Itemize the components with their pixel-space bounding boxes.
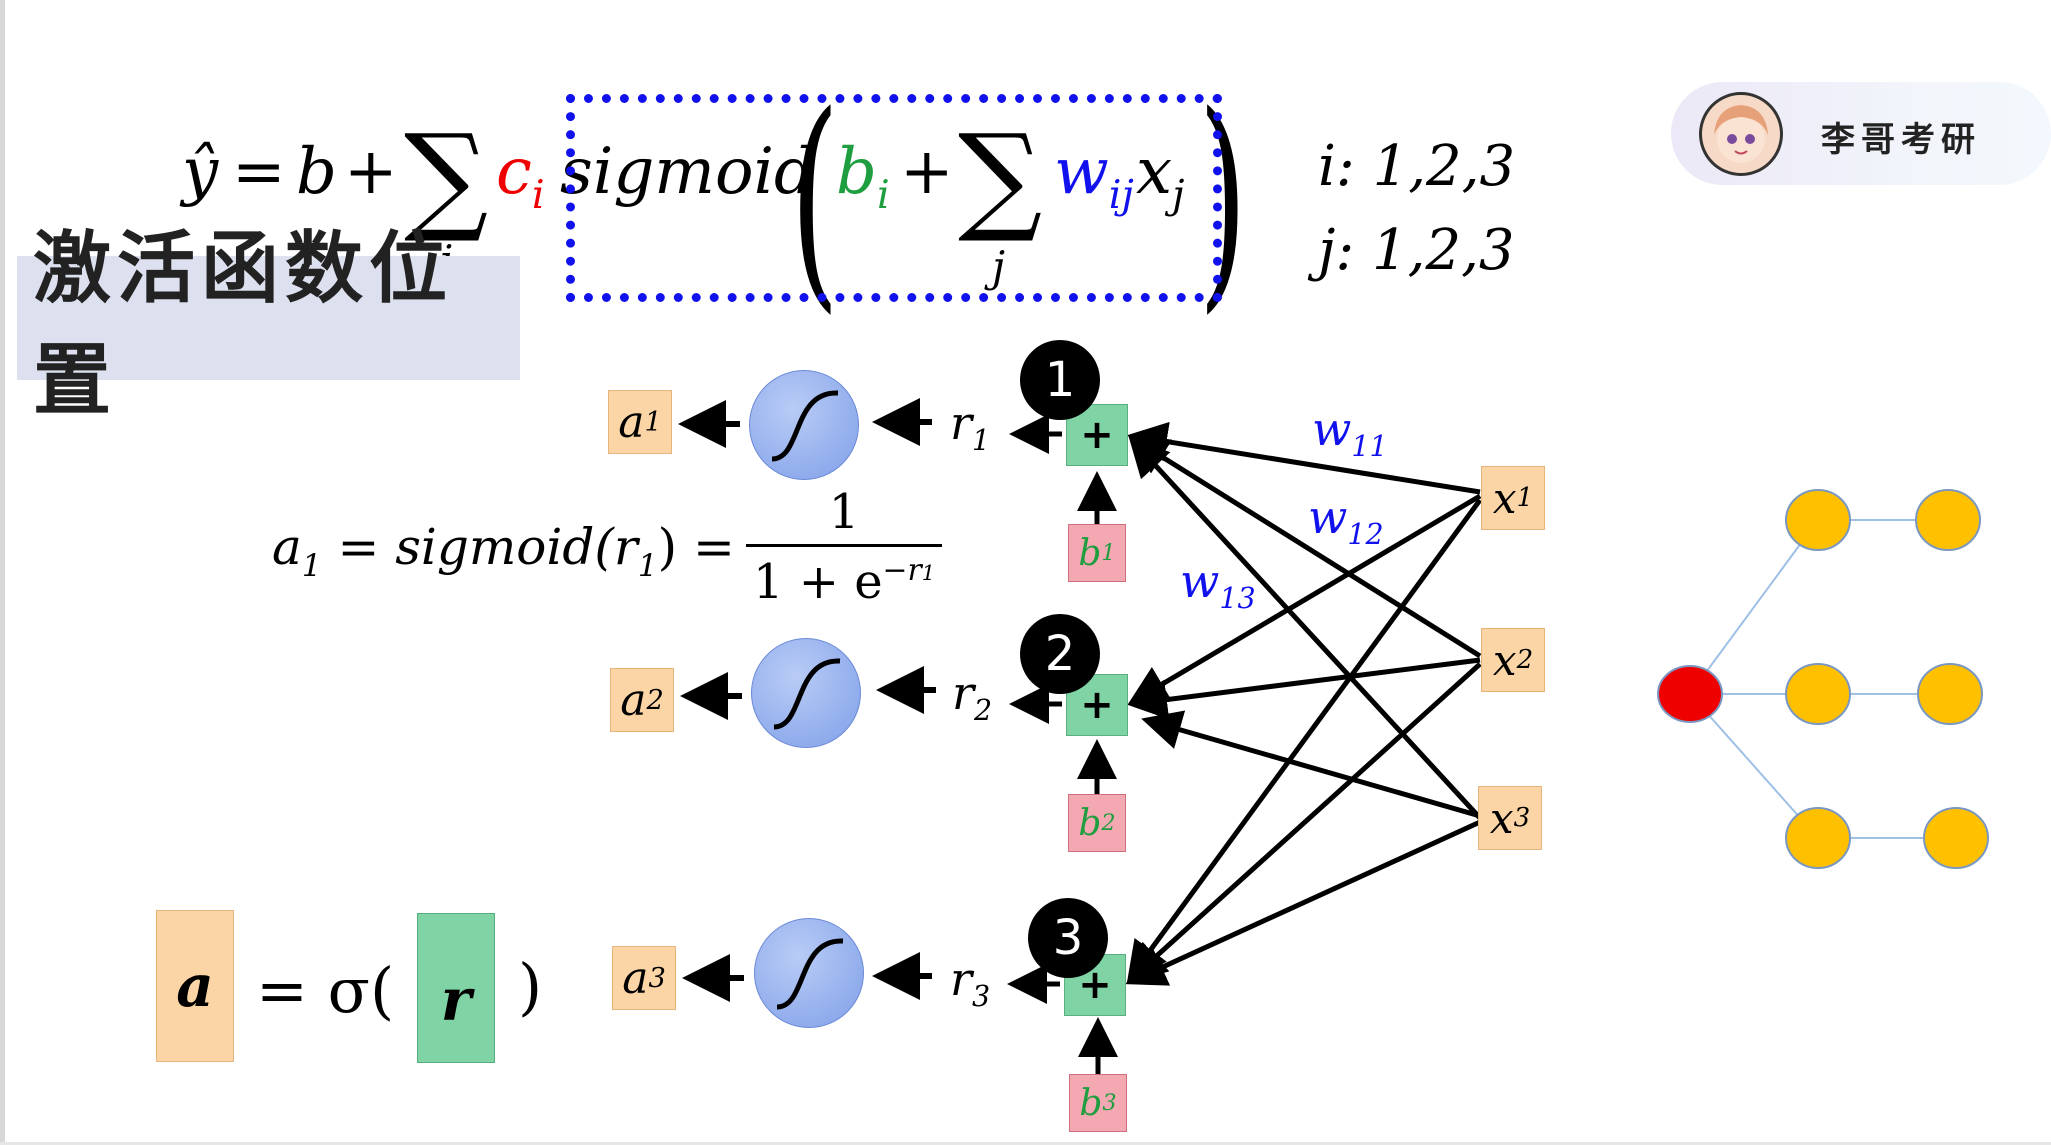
neuron-badge-1: 1 xyxy=(1020,340,1100,420)
formula-eq: = xyxy=(232,135,286,209)
r2-label: r2 xyxy=(952,666,993,727)
fraction-numerator: 1 xyxy=(828,484,860,540)
formula-w: wij xyxy=(1054,135,1134,219)
tree-node xyxy=(1915,489,1981,551)
vector-eq-close: ) xyxy=(518,950,543,1023)
tree-node xyxy=(1917,663,1983,725)
formula-c: ci xyxy=(496,135,545,219)
edge-x2-n1 xyxy=(1127,435,1482,659)
formula-sigmoid: sigmoid xyxy=(560,135,815,209)
sigmoid-curve-icon xyxy=(776,938,844,1010)
sigmoid-node-3 xyxy=(754,918,864,1028)
sigmoid-fraction: 1 1 + e−r1 xyxy=(746,484,942,610)
edge-x3-n1 xyxy=(1128,436,1482,820)
sum-index-inner: j xyxy=(992,242,1006,291)
sum-symbol-outer: ∑ xyxy=(404,108,489,246)
sum-symbol-inner: ∑ xyxy=(958,108,1043,246)
edge-x3-n3 xyxy=(1125,819,1482,986)
formula-plus: + xyxy=(344,135,398,209)
formula-bi: bi xyxy=(836,135,890,219)
weight-w13: w13 xyxy=(1180,554,1256,615)
edge-x2-n3 xyxy=(1126,662,1482,984)
formula-x: xj xyxy=(1136,135,1185,219)
sum-node-2: + xyxy=(1066,674,1128,736)
edge-x3-n2 xyxy=(1141,710,1481,819)
sigmoid-node-2 xyxy=(751,638,861,748)
sigmoid-node-1 xyxy=(749,370,859,480)
weight-w12: w12 xyxy=(1308,490,1384,551)
fraction-bar xyxy=(746,544,942,547)
neuron-badge-2: 2 xyxy=(1020,614,1100,694)
tree-nodes xyxy=(1657,489,1989,869)
vector-eq-sigma: = σ( xyxy=(256,954,395,1027)
tree-root-node xyxy=(1657,665,1723,723)
right-paren: ) xyxy=(1198,67,1248,334)
avatar-icon xyxy=(1699,92,1783,176)
left-paren: ( xyxy=(790,67,840,334)
range-j: j: 1,2,3 xyxy=(1318,218,1515,283)
sum-node-1: + xyxy=(1066,404,1128,466)
tree-node xyxy=(1923,807,1989,869)
brand-pill[interactable]: 李哥考研 xyxy=(1671,82,2051,185)
bottom-edge-rule xyxy=(0,1142,2051,1145)
neuron-badge-3: 3 xyxy=(1028,898,1108,978)
range-i: i: 1,2,3 xyxy=(1318,134,1516,199)
fraction-denominator: 1 + e−r1 xyxy=(752,553,936,610)
sigmoid-equation: a1 = sigmoid(r1) = xyxy=(272,518,735,584)
left-edge-rule xyxy=(0,0,5,1145)
edge-x1-n2 xyxy=(1127,493,1482,705)
formula-lhs: ŷ xyxy=(182,135,219,209)
weight-w11: w11 xyxy=(1312,402,1388,463)
brand-name: 李哥考研 xyxy=(1821,120,1981,160)
vector-r-box: r xyxy=(417,913,495,1063)
r1-label: r1 xyxy=(950,396,991,457)
edge-x2-n2 xyxy=(1127,657,1481,720)
edge-x1-n3 xyxy=(1127,498,1483,983)
sigmoid-curve-icon xyxy=(773,658,841,730)
tree-node xyxy=(1785,489,1851,551)
sigmoid-curve-icon xyxy=(771,390,839,462)
formula-plus-inner: + xyxy=(900,135,954,209)
edge-x1-n1 xyxy=(1127,421,1481,495)
formula-b: b xyxy=(296,135,337,209)
tree-node xyxy=(1785,807,1851,869)
highlight-dashed-box xyxy=(566,94,1222,302)
tree-node xyxy=(1785,663,1851,725)
r3-label: r3 xyxy=(950,952,991,1013)
vector-a-box: a xyxy=(156,910,234,1062)
